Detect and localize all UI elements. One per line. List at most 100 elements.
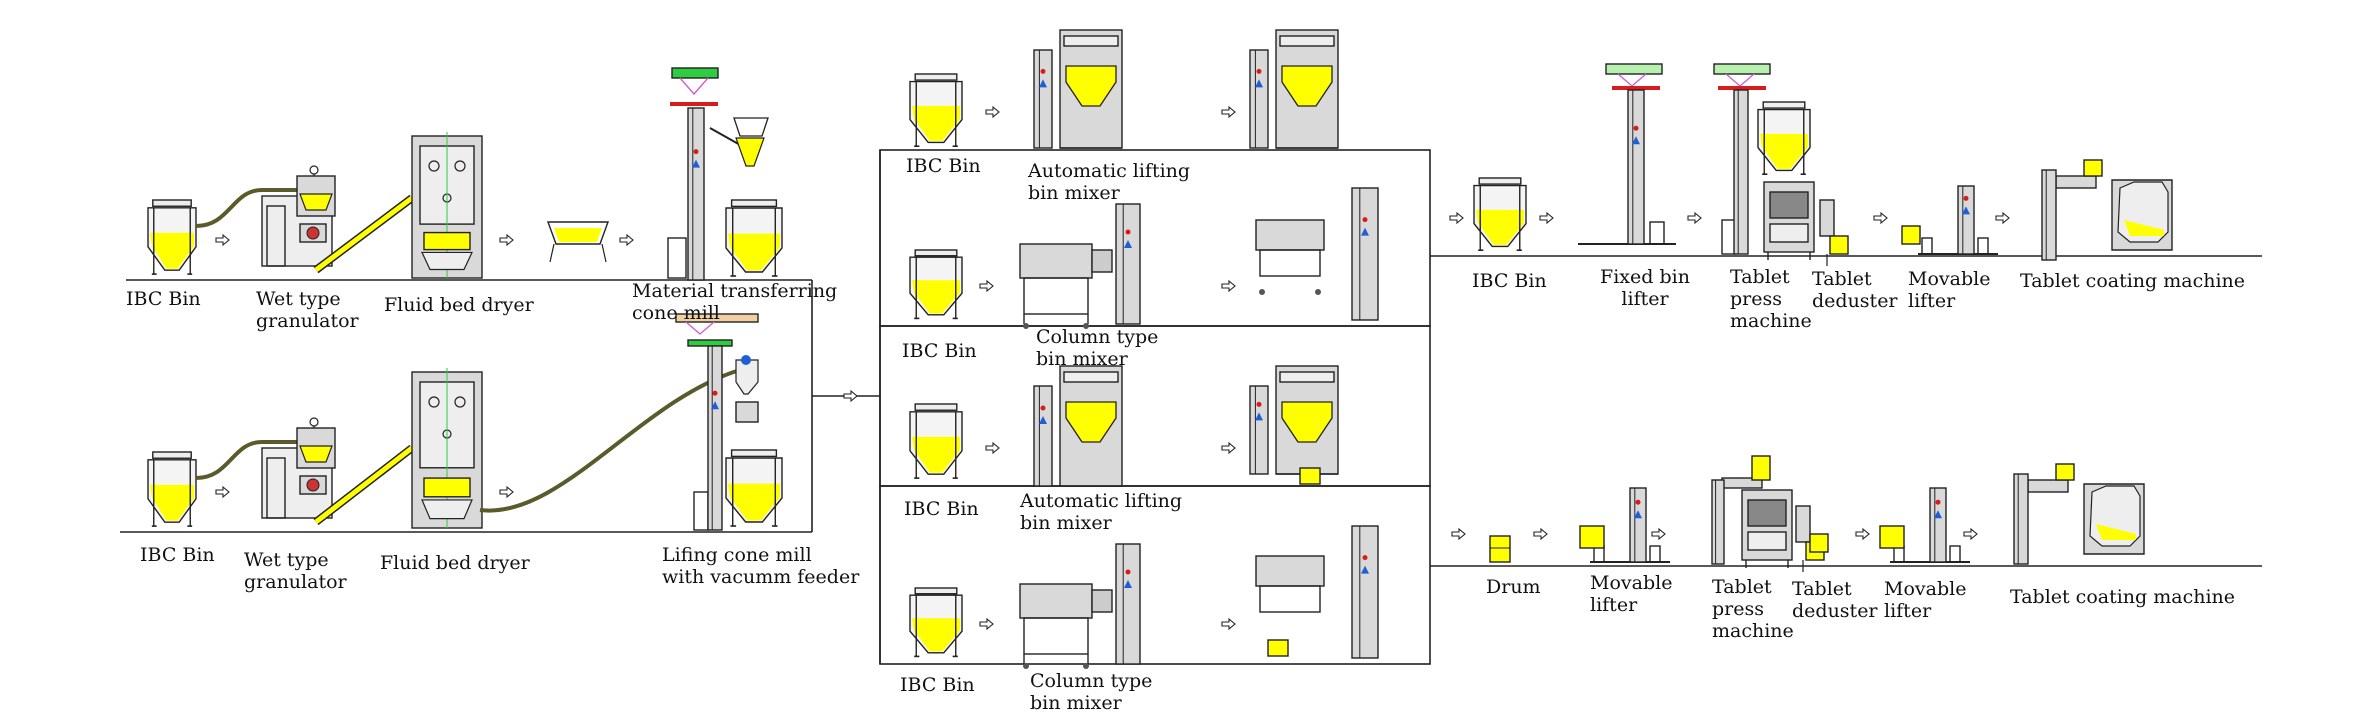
automatic-lifting-bin-mixer-icon xyxy=(1275,365,1339,475)
flow-arrow xyxy=(619,233,634,247)
transfer-trough-icon xyxy=(547,221,609,263)
column-type-bin-mixer-icon xyxy=(1255,555,1325,657)
label-ibc-bin-m1: IBC Bin xyxy=(906,155,981,177)
flow-arrow xyxy=(1221,105,1236,119)
flow-arrow xyxy=(1533,527,1548,541)
tablet-coating-machine-icon xyxy=(2027,463,2145,555)
flow-arrow xyxy=(1651,527,1666,541)
label-ibc-bin-m4: IBC Bin xyxy=(900,674,975,696)
conveyor-pipe-fill xyxy=(314,446,414,524)
column-tower xyxy=(1711,479,1725,565)
ibc-bin-icon xyxy=(1473,177,1527,251)
label-fluid-bed-dryer-2: Fluid bed dryer xyxy=(380,552,530,574)
material-transferring-cone-mill-icon xyxy=(667,67,769,279)
column-tower xyxy=(1115,203,1141,325)
hose-pipe xyxy=(195,188,302,228)
column-tower xyxy=(1249,385,1269,475)
column-type-bin-mixer-icon xyxy=(1019,243,1113,329)
column-tower xyxy=(1115,543,1141,665)
ibc-bin-icon xyxy=(909,249,963,320)
flow-arrow xyxy=(1995,211,2010,225)
flow-arrow xyxy=(1221,279,1236,293)
flow-arrow xyxy=(985,105,1000,119)
drum-icon xyxy=(1489,535,1511,563)
flow-arrow xyxy=(215,485,230,499)
column-tower xyxy=(1033,49,1053,149)
tablet-press-machine-icon xyxy=(1763,181,1815,260)
automatic-lifting-bin-mixer-icon xyxy=(1059,365,1123,487)
flow-arrow xyxy=(499,485,514,499)
column-tower xyxy=(1929,487,1947,563)
flow-arrow xyxy=(1687,211,1702,225)
column-tower xyxy=(1733,89,1749,255)
vacuum-hose xyxy=(479,368,741,513)
conveyor-pipe-fill xyxy=(314,196,414,272)
ibc-bin-icon xyxy=(147,451,197,527)
ibc-bin xyxy=(725,449,783,527)
tablet-deduster-icon xyxy=(1819,199,1849,266)
label-ibc-bin-2: IBC Bin xyxy=(140,544,215,566)
column-type-bin-mixer-icon xyxy=(1019,583,1113,669)
column-tower xyxy=(1627,89,1645,245)
mixer-panel-frames xyxy=(879,149,1431,665)
column-tower xyxy=(2041,169,2057,261)
column-tower xyxy=(1351,525,1379,659)
column-tower xyxy=(2013,473,2029,565)
flow-arrow xyxy=(1451,527,1466,541)
ibc-bin xyxy=(1757,101,1811,175)
ibc-bin xyxy=(725,199,783,277)
fixed-bin-lifter-icon xyxy=(1578,63,1676,245)
flow-arrow xyxy=(843,389,858,403)
column-tower xyxy=(1957,185,1975,255)
flow-arrow xyxy=(1855,527,1870,541)
column-tower xyxy=(687,107,705,281)
label-tablet-coating-2: Tablet coating machine xyxy=(2010,586,2236,608)
label-ibc-bin-r1: IBC Bin xyxy=(1472,270,1547,292)
label-ibc-bin-m3: IBC Bin xyxy=(904,498,979,520)
lifting-cone-mill-icon xyxy=(675,313,759,531)
hose-pipe xyxy=(195,440,302,480)
automatic-lifting-bin-mixer-icon xyxy=(1059,29,1123,149)
label-tablet-coating-1: Tablet coating machine xyxy=(2020,270,2246,292)
flow-arrow xyxy=(1873,211,1888,225)
column-tower xyxy=(1351,187,1379,321)
ibc-bin-icon xyxy=(909,73,963,147)
flow-arrow xyxy=(1449,211,1464,225)
wet-granulator-icon xyxy=(261,165,336,267)
flow-arrow xyxy=(1539,211,1554,225)
column-tower xyxy=(1249,49,1269,149)
flow-arrow xyxy=(1221,617,1236,631)
column-tower xyxy=(1033,385,1053,487)
label-fluid-bed-dryer-1: Fluid bed dryer xyxy=(384,294,534,316)
label-ibc-bin-1: IBC Bin xyxy=(126,288,201,310)
flow-arrow xyxy=(985,441,1000,455)
flow-arrow xyxy=(215,233,230,247)
wet-granulator-icon xyxy=(261,417,336,519)
ibc-bin-icon xyxy=(909,587,963,658)
flow-arrow xyxy=(979,617,994,631)
fluid-bed-dryer-icon xyxy=(411,368,483,529)
label-drum: Drum xyxy=(1486,576,1541,598)
column-tower xyxy=(1629,487,1647,563)
automatic-lifting-bin-mixer-icon xyxy=(1275,29,1339,149)
flow-arrow xyxy=(499,233,514,247)
tablet-press-machine xyxy=(1741,489,1793,568)
column-type-bin-mixer-icon xyxy=(1255,219,1325,295)
